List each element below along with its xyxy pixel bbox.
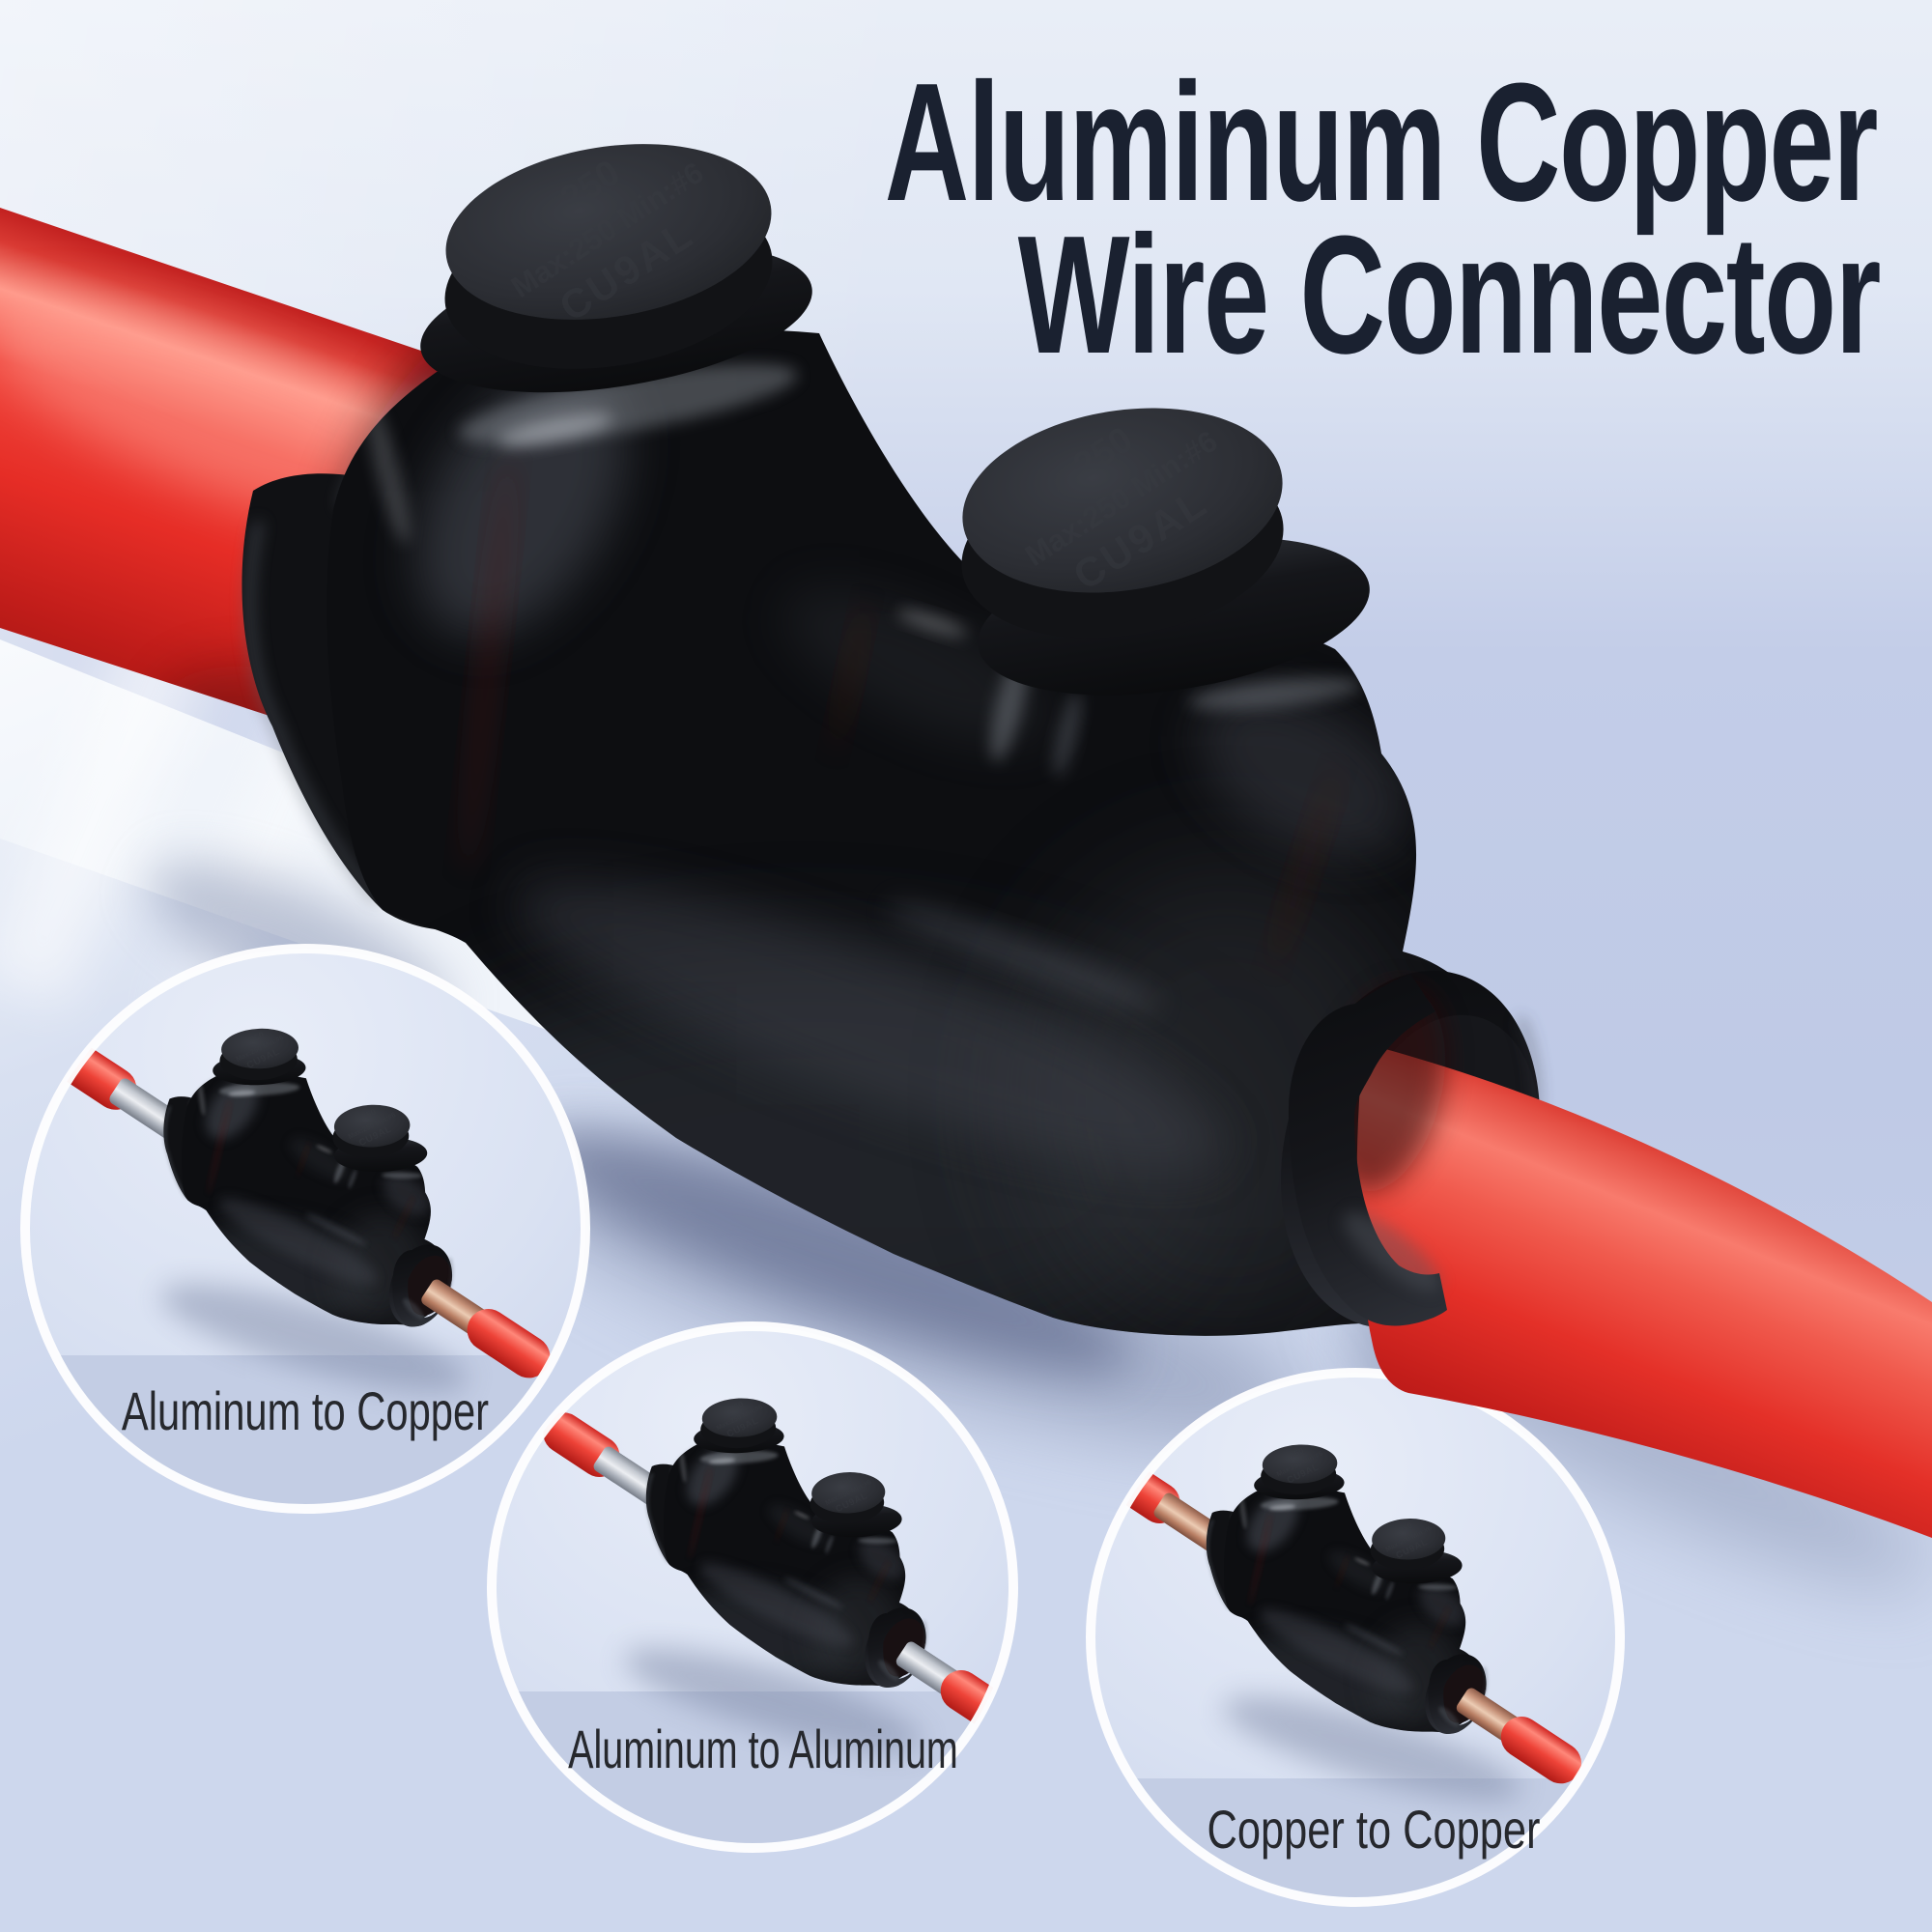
svg-text:Wire Connector: Wire Connector (1018, 201, 1880, 388)
svg-text:Aluminum Copper: Aluminum Copper (885, 47, 1877, 236)
svg-text:Aluminum to Copper: Aluminum to Copper (122, 1381, 489, 1441)
svg-text:Copper to Copper: Copper to Copper (1208, 1800, 1541, 1861)
svg-text:Aluminum to Aluminum: Aluminum to Aluminum (568, 1719, 958, 1779)
